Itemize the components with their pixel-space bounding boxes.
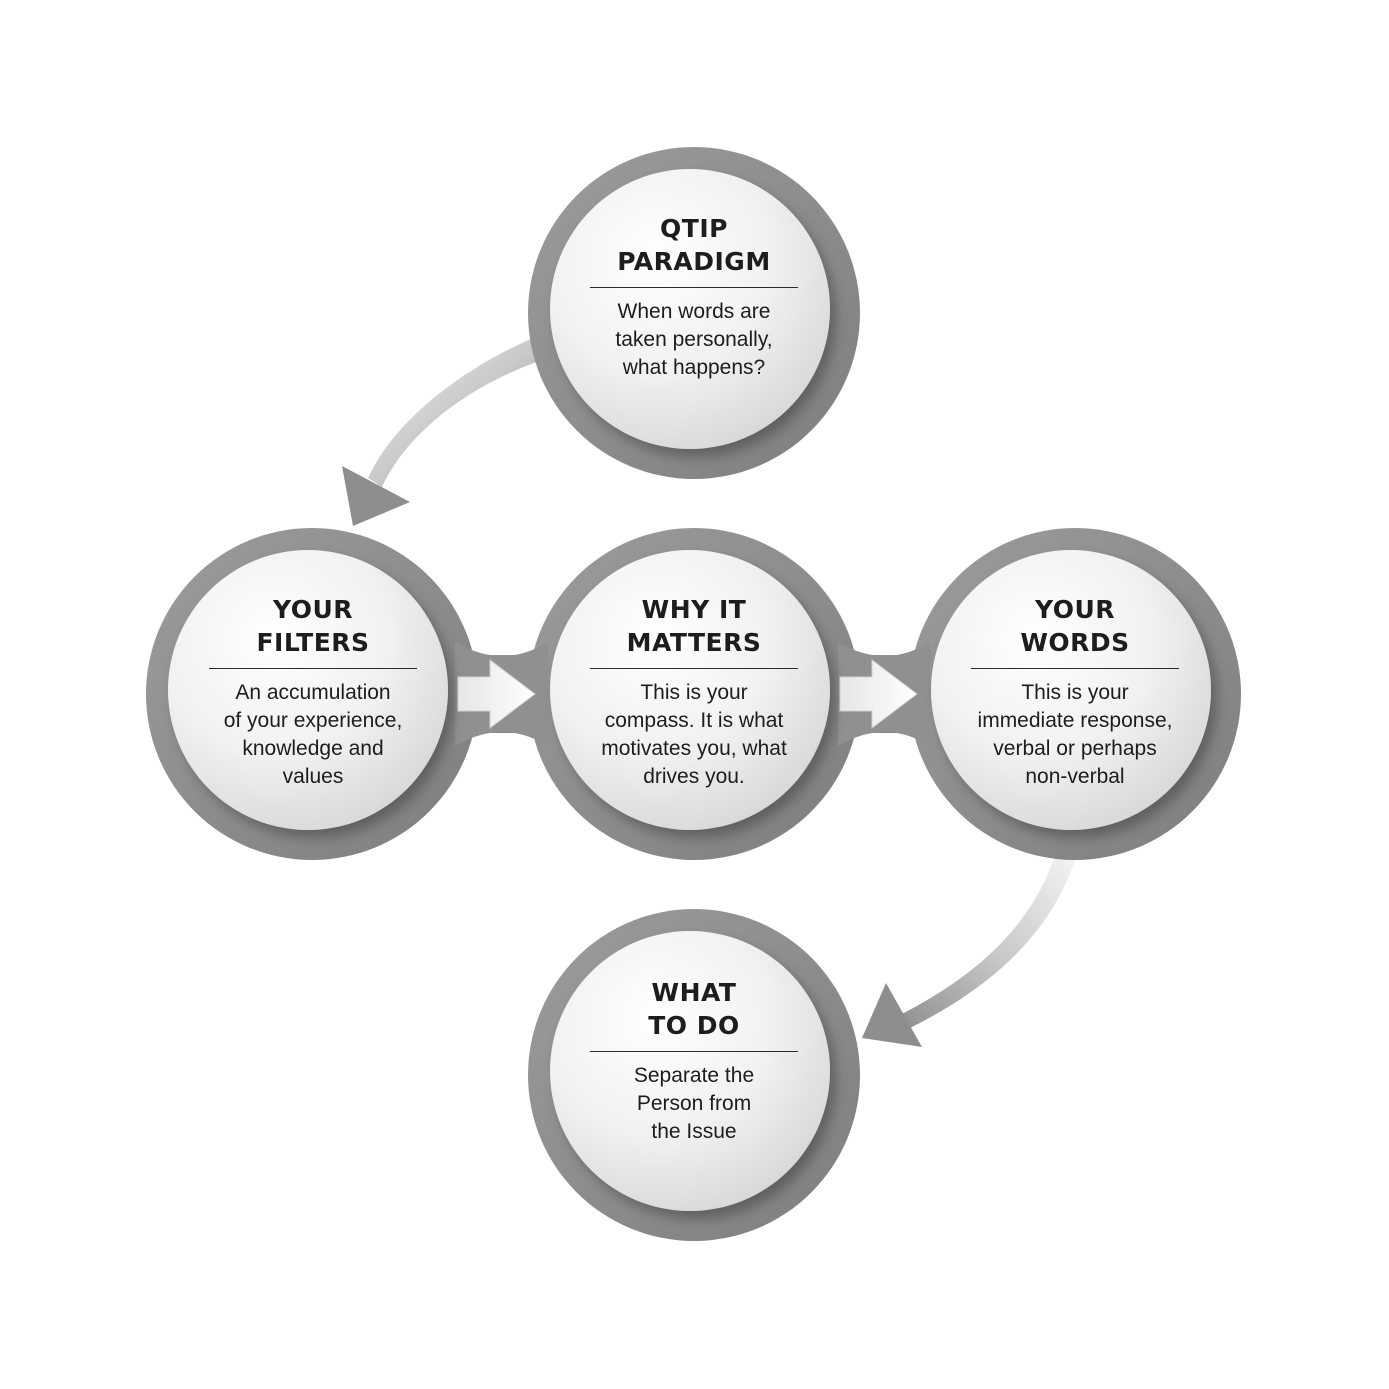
body-line: immediate response,	[977, 709, 1173, 732]
title-line: PARADIGM	[617, 247, 771, 276]
body-line: knowledge and	[242, 737, 384, 760]
node-body: This is your compass. It is what motivat…	[574, 679, 814, 791]
divider	[590, 668, 798, 669]
node-your-filters: YOUR FILTERS An accumulation of your exp…	[193, 593, 433, 791]
node-body: When words are taken personally, what ha…	[574, 298, 814, 382]
node-face-qtip-paradigm	[550, 169, 830, 449]
node-title: YOUR WORDS	[970, 593, 1180, 659]
body-line: what happens?	[622, 356, 766, 379]
body-line: drives you.	[643, 765, 745, 788]
node-face-your-words	[931, 550, 1211, 830]
body-line: Separate the	[633, 1064, 755, 1087]
body-line: compass. It is what	[604, 709, 784, 732]
body-line: non-verbal	[1025, 765, 1125, 788]
title-line: YOUR	[1034, 595, 1115, 624]
body-line: Person from	[636, 1092, 752, 1115]
node-title: WHAT TO DO	[589, 976, 799, 1042]
node-body: This is your immediate response, verbal …	[955, 679, 1195, 791]
node-title: YOUR FILTERS	[208, 593, 418, 659]
title-line: QTIP	[660, 214, 728, 243]
divider	[209, 668, 417, 669]
title-line: MATTERS	[626, 628, 762, 657]
face-group	[168, 169, 1211, 1211]
node-why-it-matters: WHY IT MATTERS This is your compass. It …	[574, 593, 814, 791]
body-line: This is your	[640, 681, 748, 704]
body-line: An accumulation	[235, 681, 391, 704]
title-line: WHAT	[651, 978, 737, 1007]
divider	[971, 668, 1179, 669]
divider	[590, 1051, 798, 1052]
node-qtip-paradigm: QTIP PARADIGM When words are taken perso…	[574, 212, 814, 382]
node-face-your-filters	[168, 550, 448, 830]
curved-arrow-top-to-left	[342, 338, 542, 526]
node-title: WHY IT MATTERS	[589, 593, 799, 659]
body-line: the Issue	[651, 1120, 737, 1143]
body-line: motivates you, what	[601, 737, 787, 760]
title-line: WHY IT	[641, 595, 747, 624]
node-body: Separate the Person from the Issue	[574, 1062, 814, 1146]
node-what-to-do: WHAT TO DO Separate the Person from the …	[574, 976, 814, 1146]
arrow-matters-to-words	[839, 658, 918, 730]
arrow-filters-to-matters	[457, 658, 536, 730]
node-face-why-it-matters	[550, 550, 830, 830]
body-line: When words are	[617, 300, 771, 323]
title-line: YOUR	[272, 595, 353, 624]
curved-arrow-right-to-bottom	[862, 855, 1075, 1047]
title-line: FILTERS	[256, 628, 370, 657]
title-line: TO DO	[648, 1011, 740, 1040]
body-line: verbal or perhaps	[993, 737, 1157, 760]
divider	[590, 287, 798, 288]
body-line: of your experience,	[223, 709, 403, 732]
body-line: values	[282, 765, 344, 788]
body-line: This is your	[1021, 681, 1129, 704]
node-your-words: YOUR WORDS This is your immediate respon…	[955, 593, 1195, 791]
node-body: An accumulation of your experience, know…	[193, 679, 433, 791]
body-line: taken personally,	[615, 328, 773, 351]
node-face-what-to-do	[550, 931, 830, 1211]
node-title: QTIP PARADIGM	[589, 212, 799, 278]
title-line: WORDS	[1020, 628, 1130, 657]
